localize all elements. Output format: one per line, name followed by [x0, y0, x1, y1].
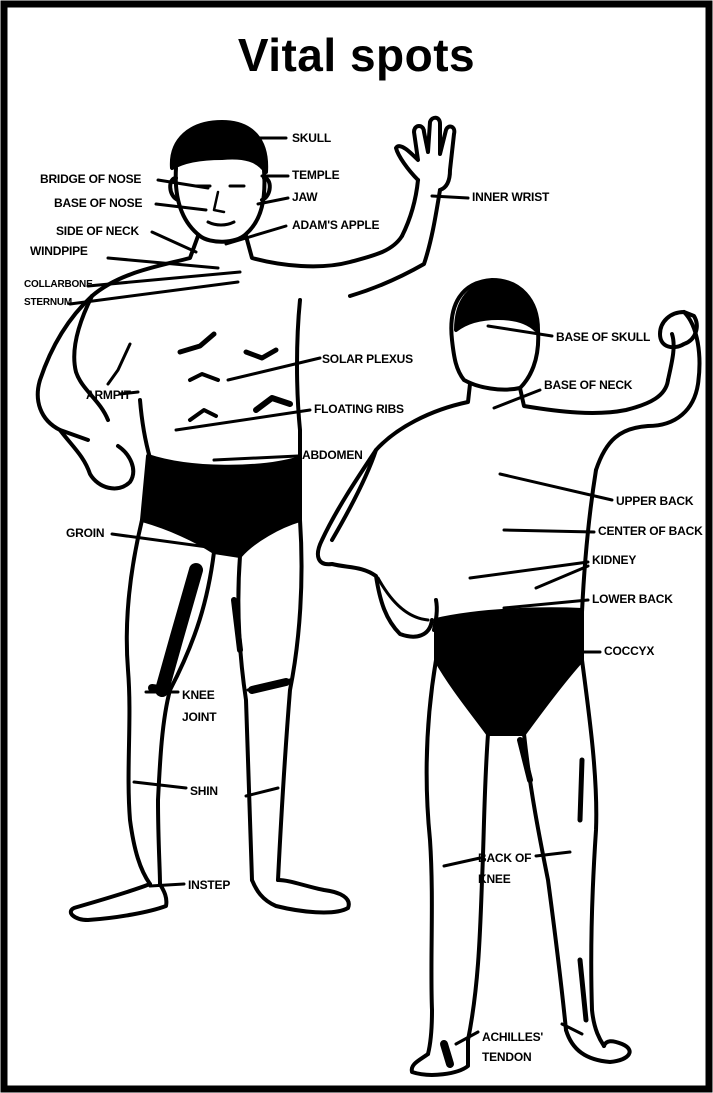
label-abdomen: ABDOMEN	[302, 448, 363, 462]
label-side-of-neck: SIDE OF NECK	[56, 224, 139, 238]
label-kidney: KIDNEY	[592, 553, 636, 567]
label-base-of-neck: BASE OF NECK	[544, 378, 632, 392]
label-jaw: JAW	[292, 190, 317, 204]
label-collarbone: COLLARBONE	[24, 278, 93, 292]
label-center-of-back: CENTER OF BACK	[598, 524, 703, 538]
label-shin: SHIN	[190, 784, 218, 798]
label-bridge-of-nose: BRIDGE OF NOSE	[40, 172, 141, 186]
label-armpit: ARMPIT	[86, 388, 131, 402]
label-achilles-line2: TENDON	[482, 1050, 531, 1064]
label-upper-back: UPPER BACK	[616, 494, 693, 508]
label-lower-back: LOWER BACK	[592, 592, 673, 606]
label-back-of-knee-line2: KNEE	[478, 872, 511, 886]
label-instep: INSTEP	[188, 878, 230, 892]
label-base-of-skull: BASE OF SKULL	[556, 330, 650, 344]
label-base-of-nose: BASE OF NOSE	[54, 196, 142, 210]
back-figure	[318, 280, 700, 1075]
diagram-title: Vital spots	[0, 28, 713, 82]
label-temple: TEMPLE	[292, 168, 339, 182]
label-sternum: STERNUM	[24, 296, 72, 310]
label-adams-apple: ADAM'S APPLE	[292, 218, 379, 232]
pointer-lines	[70, 138, 612, 1044]
label-back-of-knee-line1: BACK OF	[478, 851, 531, 865]
label-skull: SKULL	[292, 131, 331, 145]
label-inner-wrist: INNER WRIST	[472, 190, 549, 204]
label-floating-ribs: FLOATING RIBS	[314, 402, 404, 416]
label-coccyx: COCCYX	[604, 644, 654, 658]
label-knee-joint-line2: JOINT	[182, 710, 216, 724]
label-groin: GROIN	[66, 526, 104, 540]
label-solar-plexus: SOLAR PLEXUS	[322, 352, 413, 366]
label-windpipe: WINDPIPE	[30, 244, 88, 258]
label-knee-joint-line1: KNEE	[182, 688, 215, 702]
label-achilles-line1: ACHILLES'	[482, 1030, 543, 1044]
